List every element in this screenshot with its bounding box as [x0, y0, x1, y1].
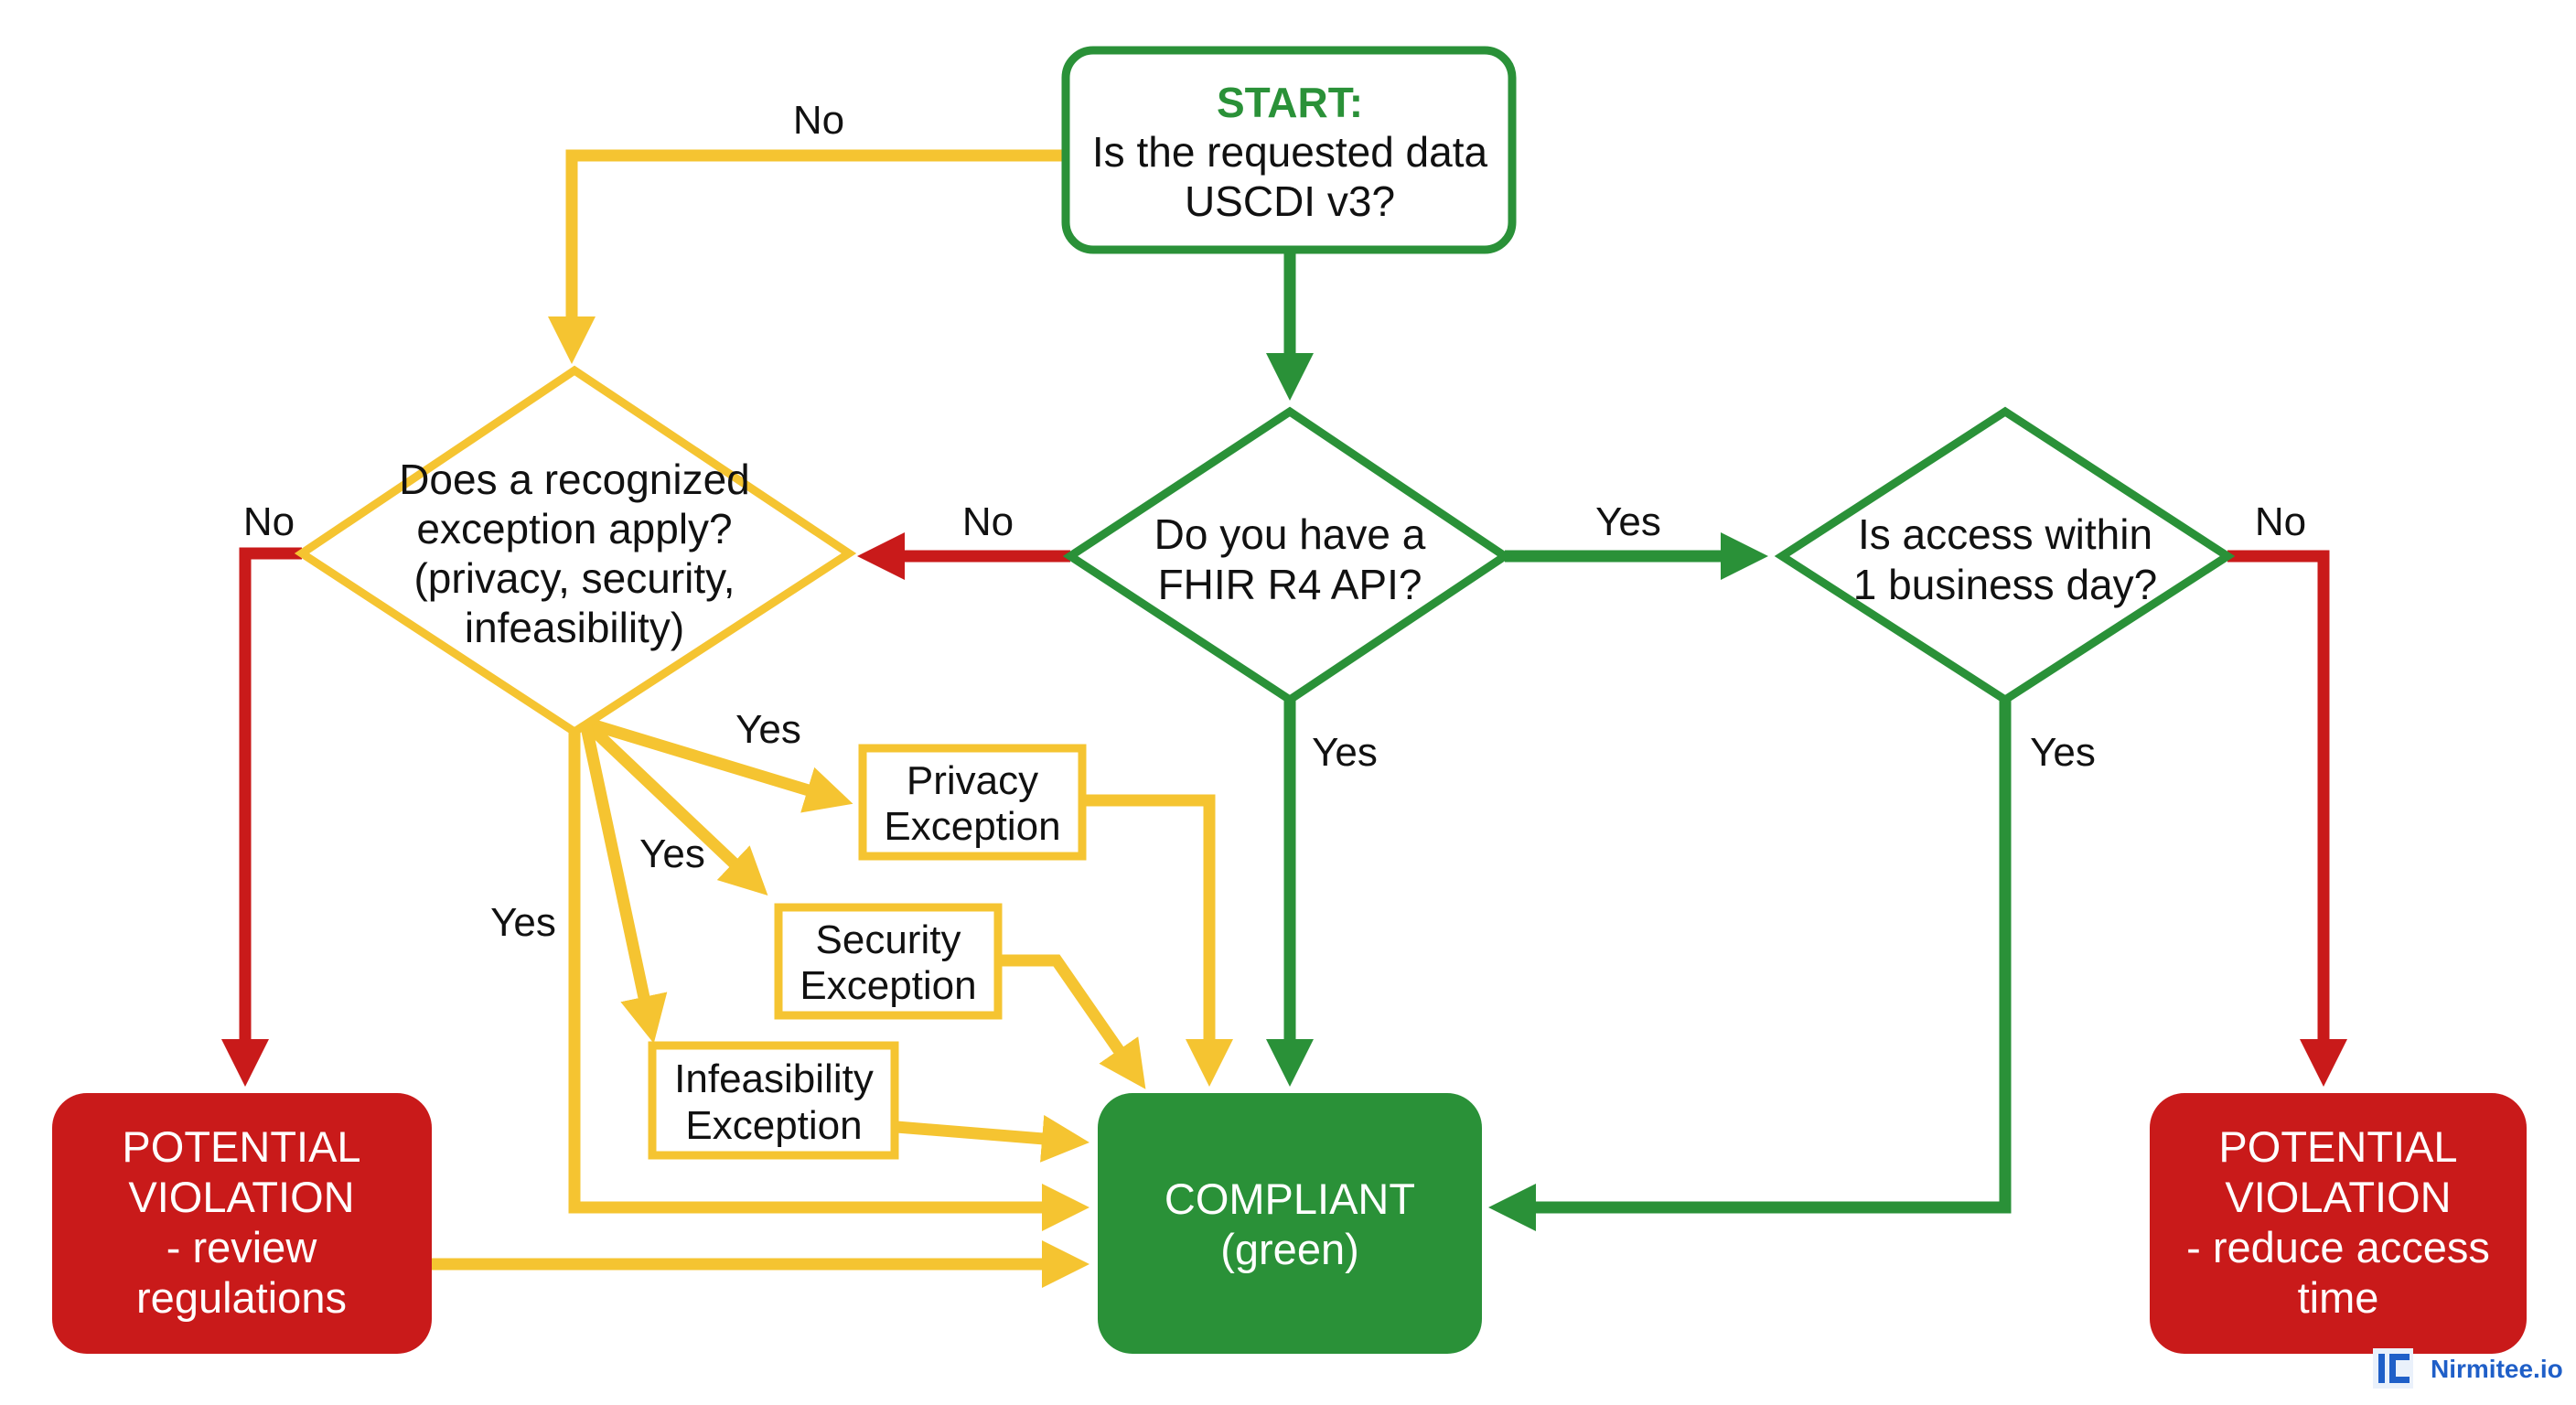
violation-right-line3: - reduce access: [2186, 1223, 2490, 1271]
violation-left-node: POTENTIAL VIOLATION - review regulations: [52, 1093, 432, 1354]
security-exception-box: Security Exception: [774, 903, 1003, 1020]
violation-right-line1: POTENTIAL: [2218, 1122, 2457, 1171]
fhir-decision-line1: Do you have a: [1154, 510, 1426, 558]
edge-start-no: [548, 149, 1066, 364]
start-question-line2: USCDI v3?: [1185, 177, 1395, 225]
privacy-exception-box: Privacy Exception: [858, 744, 1087, 861]
access-decision-line2: 1 business day?: [1853, 561, 2157, 608]
exception-decision-line4: infeasibility): [465, 604, 684, 651]
violation-left-line2: VIOLATION: [128, 1173, 354, 1221]
access-decision: Is access within 1 business day?: [1774, 406, 2236, 705]
infeasibility-exception-line1: Infeasibility: [674, 1056, 874, 1101]
exception-decision-line1: Does a recognized: [399, 456, 750, 503]
security-exception-line2: Exception: [800, 963, 976, 1008]
access-decision-line1: Is access within: [1858, 510, 2152, 558]
label-access-no: No: [2255, 499, 2306, 544]
security-exception-line1: Security: [816, 917, 961, 962]
exception-decision-line3: (privacy, security,: [413, 554, 735, 602]
edge-security-to-compliant: [1000, 954, 1146, 1089]
label-exception-no: No: [243, 499, 295, 544]
edge-access-yes: [1488, 700, 2012, 1231]
label-access-yes: Yes: [2030, 730, 2096, 775]
violation-left-line4: regulations: [136, 1273, 347, 1322]
edge-exception-to-infeasibility: [579, 721, 668, 1044]
edge-exception-yes-direct: [568, 732, 1089, 1231]
connectors: [221, 149, 2347, 1288]
compliant-line1: COMPLIANT: [1165, 1174, 1415, 1223]
violation-right-node: POTENTIAL VIOLATION - reduce access time: [2150, 1093, 2527, 1354]
edge-exception-yes-security: [581, 718, 768, 896]
label-fhir-yes-right: Yes: [1595, 499, 1661, 544]
label-exception-yes-privacy: Yes: [735, 707, 801, 752]
label-exception-yes-security: Yes: [639, 831, 705, 876]
label-fhir-no: No: [962, 499, 1014, 544]
compliant-node: COMPLIANT (green): [1098, 1093, 1482, 1354]
infeasibility-exception-box: Infeasibility Exception: [648, 1041, 899, 1160]
start-node: START: Is the requested data USCDI v3?: [1061, 46, 1517, 254]
exception-decision-line2: exception apply?: [416, 505, 732, 552]
privacy-exception-line2: Exception: [884, 804, 1060, 849]
label-exception-yes-direct: Yes: [490, 900, 556, 945]
compliant-line2: (green): [1220, 1225, 1359, 1273]
edge-labels: No No No Yes No Yes Yes Yes Yes Yes: [243, 98, 2306, 945]
label-start-no: No: [793, 98, 844, 143]
infeasibility-exception-line2: Exception: [685, 1103, 862, 1148]
edge-exception-no: [221, 547, 302, 1087]
nirmitee-logo-icon: [2373, 1348, 2413, 1389]
violation-left-line3: - review: [166, 1223, 318, 1271]
start-title: START:: [1217, 79, 1363, 126]
brand-logo: Nirmitee.io: [2373, 1348, 2563, 1389]
violation-right-line4: time: [2298, 1273, 2379, 1322]
fhir-decision-line2: FHIR R4 API?: [1158, 561, 1422, 608]
violation-left-line1: POTENTIAL: [122, 1122, 360, 1171]
label-fhir-yes-down: Yes: [1312, 730, 1378, 775]
exception-decision: Does a recognized exception apply? (priv…: [294, 365, 857, 737]
edge-access-no: [2227, 550, 2347, 1087]
brand-name: Nirmitee.io: [2431, 1355, 2563, 1383]
start-question-line1: Is the requested data: [1092, 128, 1488, 176]
edge-exception-yes-privacy: [584, 716, 853, 813]
fhir-decision: Do you have a FHIR R4 API?: [1062, 406, 1513, 705]
violation-right-line2: VIOLATION: [2225, 1173, 2451, 1221]
edge-privacy-to-compliant: [1084, 794, 1233, 1087]
edge-infeasibility-to-compliant: [896, 1114, 1089, 1163]
privacy-exception-line1: Privacy: [907, 758, 1038, 803]
